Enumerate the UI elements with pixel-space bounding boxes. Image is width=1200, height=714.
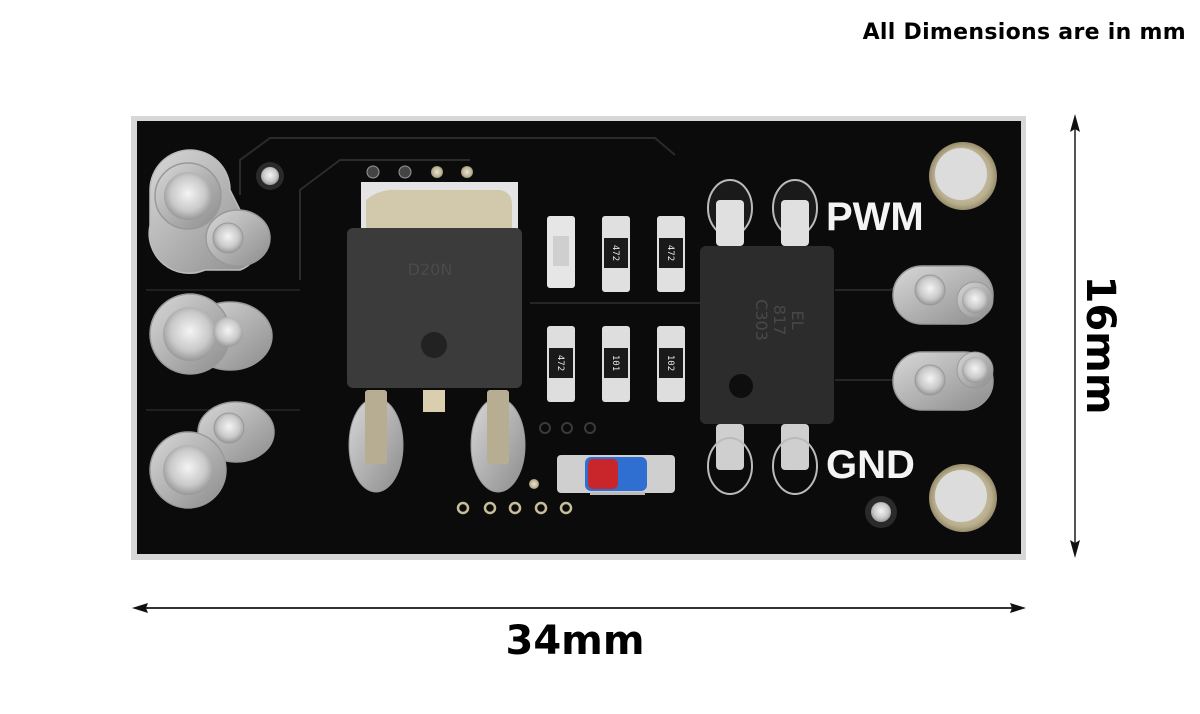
resistor-top-3: 472 <box>657 216 685 292</box>
pcb-board <box>131 116 1026 560</box>
height-dimension-arrow <box>1070 114 1080 558</box>
resistor-bottom-1: 472 <box>547 326 575 402</box>
resistor-marking: 472 <box>665 245 675 261</box>
via-bottom-right <box>865 496 897 528</box>
resistor-marking: 472 <box>610 245 620 261</box>
mosfet: D20N <box>347 165 526 493</box>
via-row-middle <box>539 422 596 434</box>
pwm-label: PWM <box>826 195 924 239</box>
width-dimension-label: 34mm <box>0 618 1160 664</box>
optocoupler-marking-line1: EL <box>788 310 807 329</box>
pad-group-left-top <box>148 149 271 275</box>
pad-group-left-middle <box>149 293 273 375</box>
mounting-hole-top-right <box>929 142 997 210</box>
height-dimension-label: 16mm <box>1077 275 1123 415</box>
units-note: All Dimensions are in mm <box>862 20 1186 45</box>
resistor-bottom-3: 102 <box>657 326 685 402</box>
optocoupler-marking-line3: C303 <box>752 299 771 341</box>
optocoupler: EL 817 C303 <box>700 179 834 495</box>
pad-group-left-bottom <box>149 401 275 509</box>
via-row-bottom <box>456 479 573 515</box>
resistor-marking: 472 <box>555 355 565 371</box>
diode <box>557 455 675 495</box>
pad-group-right-lower <box>892 351 994 411</box>
resistor-marking: 101 <box>610 355 620 371</box>
resistor-marking: 102 <box>665 355 675 371</box>
mosfet-marking: D20N <box>408 260 453 279</box>
width-dimension-arrow <box>132 603 1026 613</box>
resistor-top-2: 472 <box>602 216 630 292</box>
pad-group-right-upper <box>892 265 994 325</box>
optocoupler-marking-line2: 817 <box>770 305 789 336</box>
via-top-left <box>256 162 284 190</box>
gnd-label: GND <box>826 443 915 487</box>
width-value: 34mm <box>505 618 645 664</box>
mounting-hole-bottom-right <box>929 464 997 532</box>
resistor-bottom-2: 101 <box>602 326 630 402</box>
resistor-top-1 <box>547 216 575 288</box>
